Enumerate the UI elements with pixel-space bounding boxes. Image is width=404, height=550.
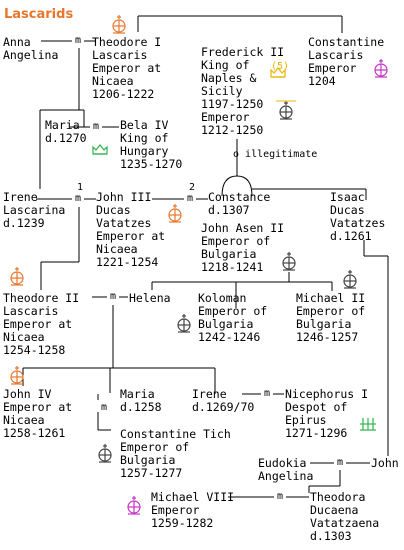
crown-orange-icon	[10, 266, 24, 286]
person-theodore-ii: Theodore II Lascaris Emperor at Nicaea 1…	[3, 291, 80, 357]
person-michael-ii: Michael II Emperor of Bulgaria 1246-1257	[296, 291, 366, 344]
marriage-mark: m	[277, 491, 284, 502]
marriage-mark: m	[187, 193, 194, 204]
marriage-mark: m	[264, 388, 271, 399]
person-isaac-ducas: Isaac Ducas Vatatzes d.1261	[330, 190, 386, 243]
person-constantine-lascaris: Constantine Lascaris Emperor 1204	[308, 35, 385, 88]
crown-orange-icon	[168, 203, 182, 223]
crown-orange-icon	[10, 365, 24, 385]
person-john: John	[371, 456, 399, 470]
crown-purple-icon	[127, 495, 141, 515]
crown-orange-icon	[112, 14, 126, 34]
crown-gray-icon	[282, 251, 296, 271]
person-maria-1270: Maria d.1270	[45, 118, 87, 145]
illegitimate-note: o illegitimate	[233, 149, 318, 160]
person-michael-viii: Michael VIII Emperor 1259-1282	[151, 490, 235, 530]
person-anna-angelina: Anna Angelina	[3, 35, 59, 62]
person-constance: Constance d.1307	[208, 190, 271, 217]
person-john-iv: John IV Emperor at Nicaea 1258-1261	[3, 387, 73, 440]
person-irene-lascarina: Irene Lascarina d.1239	[3, 190, 66, 230]
marriage-mark: m	[337, 457, 344, 468]
person-theodora: Theodora Ducaena Vatatzaena d.1303	[310, 490, 380, 543]
crown-gray-icon	[98, 443, 112, 463]
person-frederick-ii: Frederick II King of Naples & Sicily 119…	[201, 45, 285, 137]
person-eudokia-angelina: Eudokia Angelina	[258, 456, 314, 483]
crown-green-icon	[360, 418, 376, 431]
person-john-iii: John III Ducas Vatatzes Emperor at Nicae…	[96, 190, 166, 269]
marriage-mark: m	[110, 291, 117, 302]
person-john-asen-ii: John Asen II Emperor of Bulgaria 1218-12…	[201, 221, 285, 274]
person-bela-iv: Bela IV King of Hungary 1235-1270	[120, 118, 183, 171]
person-maria-1258: Maria d.1258	[120, 387, 162, 414]
person-nicephorus-i: Nicephorus I Despot of Epirus 1271-1296	[285, 387, 369, 440]
person-constantine-tich: Constantine Tich Emperor of Bulgaria 125…	[120, 427, 231, 480]
person-theodore-i: Theodore I Lascaris Emperor at Nicaea 12…	[92, 35, 162, 101]
marriage-number-1: 1	[77, 182, 84, 193]
marriage-mark: m	[75, 193, 82, 204]
marriage-number-2: 2	[189, 182, 196, 193]
crown-green-icon	[92, 144, 108, 155]
marriage-mark: m	[101, 402, 108, 413]
crown-gray-icon	[343, 269, 357, 289]
crown-gray-icon	[177, 313, 191, 333]
marriage-mark: m	[93, 121, 100, 132]
person-koloman: Koloman Emperor of Bulgaria 1242-1246	[198, 291, 268, 344]
marriage-mark: m	[75, 35, 82, 46]
crown-number: (5)	[271, 61, 290, 72]
person-helena: Helena	[129, 291, 171, 305]
chart-title: Lascarids	[4, 7, 74, 22]
person-irene-1269: Irene d.1269/70	[192, 387, 255, 414]
